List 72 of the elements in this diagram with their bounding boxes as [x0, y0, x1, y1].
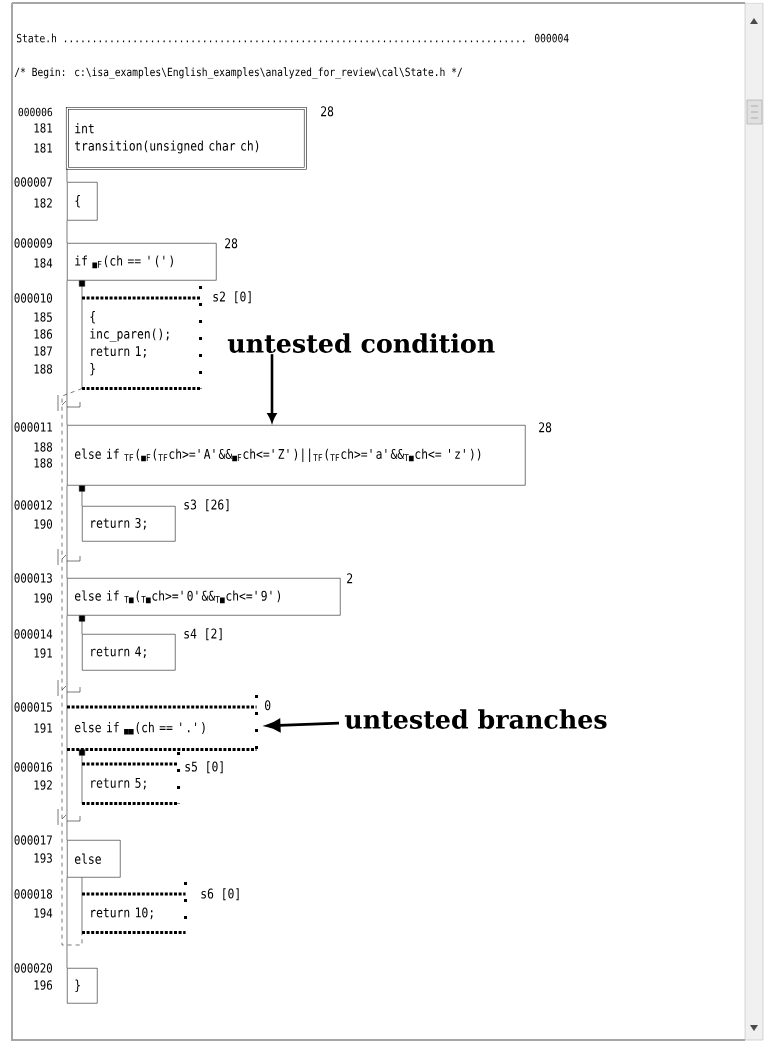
untested-code-box: else if $_{■■}$(ch == '.'): [66, 695, 259, 752]
line-number: 194: [34, 908, 53, 918]
code-box: return 4;: [82, 634, 176, 671]
line-number: 181: [34, 143, 52, 153]
line-number: 000014: [14, 629, 53, 639]
line-number: 186: [34, 329, 53, 339]
dashed-guide-line: [61, 388, 83, 946]
line-number: 184: [34, 258, 53, 268]
code-box: else if $_{T■}$($_{T■}$ch>='0'&&$_{T■}$ch<='9'): [67, 578, 341, 616]
connector-line: [66, 280, 68, 426]
connector-line: [79, 749, 85, 765]
line-number: 000015: [14, 702, 52, 712]
comment-line: /* Begin: c:\isa_examples\English_examples\analyzed_for_review\cal\State.h */: [14, 67, 462, 79]
code-box: return 3;: [82, 506, 176, 542]
count-label: 0: [265, 700, 271, 711]
connector-line: [79, 485, 85, 507]
line-number: 000009: [14, 238, 52, 248]
line-number: 182: [34, 198, 52, 208]
count-label: 28: [225, 238, 238, 249]
line-number: 000017: [14, 835, 52, 845]
count-label: 2: [347, 573, 353, 584]
line-number: 191: [34, 723, 52, 733]
connector-line: [66, 749, 68, 841]
connector-line: [79, 280, 85, 299]
connector-line: [66, 485, 68, 579]
code-box: else: [67, 840, 121, 878]
line-number: 192: [34, 780, 52, 790]
line-number: 000013: [14, 573, 52, 583]
count-label: 28: [539, 422, 552, 433]
arrow: [267, 354, 277, 423]
connector-line: [66, 168, 68, 183]
connector-line: [66, 220, 68, 244]
code-box: else if $_{TF}$($_{■F}$($_{TF}$ch>='A'&&$_{■F}$ch<='Z')||$_{TF}$($_{TF}$ch>='a'&&$_{T■}$ch<= 'z')): [67, 425, 526, 486]
connector-line: [66, 877, 68, 969]
line-number: 000016: [14, 762, 53, 772]
line-number: 191: [34, 648, 52, 658]
line-number: 000011: [14, 422, 52, 432]
line-number: 181: [34, 123, 52, 133]
line-number: 000012: [14, 500, 52, 510]
code-box: }: [67, 968, 98, 1004]
count-label: s3 [26]: [184, 499, 229, 512]
code-box: if $_{■F}$(ch == '('): [67, 243, 217, 281]
line-number: 190: [34, 593, 53, 603]
line-number: 188: [34, 364, 53, 374]
file-title: State.h ................................................................................ 000004: [16, 33, 569, 43]
count-label: s2 [0]: [213, 291, 251, 304]
line-number: 196: [34, 980, 53, 990]
line-number: 187: [34, 346, 52, 356]
line-number: 000010: [14, 293, 53, 303]
untested-code-box: { inc_paren(); return 1; }: [81, 286, 203, 391]
line-number: 188: [34, 442, 53, 452]
line-number: 000007: [14, 177, 52, 187]
connector-line: [79, 615, 85, 635]
count-label: s4 [2]: [184, 628, 222, 641]
connector-line: [81, 877, 83, 895]
function-header-box: int transition(unsigned char ch): [65, 106, 307, 170]
untested-code-box: return 5;: [81, 752, 181, 806]
line-number: 188: [34, 458, 53, 468]
untested-code-box: return 10;: [81, 882, 188, 935]
count-label: 28: [321, 106, 334, 117]
line-number: 193: [34, 853, 52, 863]
line-number: 185: [34, 312, 52, 322]
line-number: 000018: [14, 889, 53, 899]
line-number: 190: [34, 519, 53, 529]
annotation-text: untested condition: [227, 333, 495, 353]
line-number: 000020: [14, 963, 53, 973]
connector-line: [66, 615, 68, 708]
code-box: {: [67, 182, 98, 221]
line-number: 000006: [18, 107, 53, 117]
count-label: s6 [0]: [201, 888, 239, 901]
annotation-text: untested branches: [344, 709, 607, 729]
count-label: s5 [0]: [185, 761, 223, 774]
